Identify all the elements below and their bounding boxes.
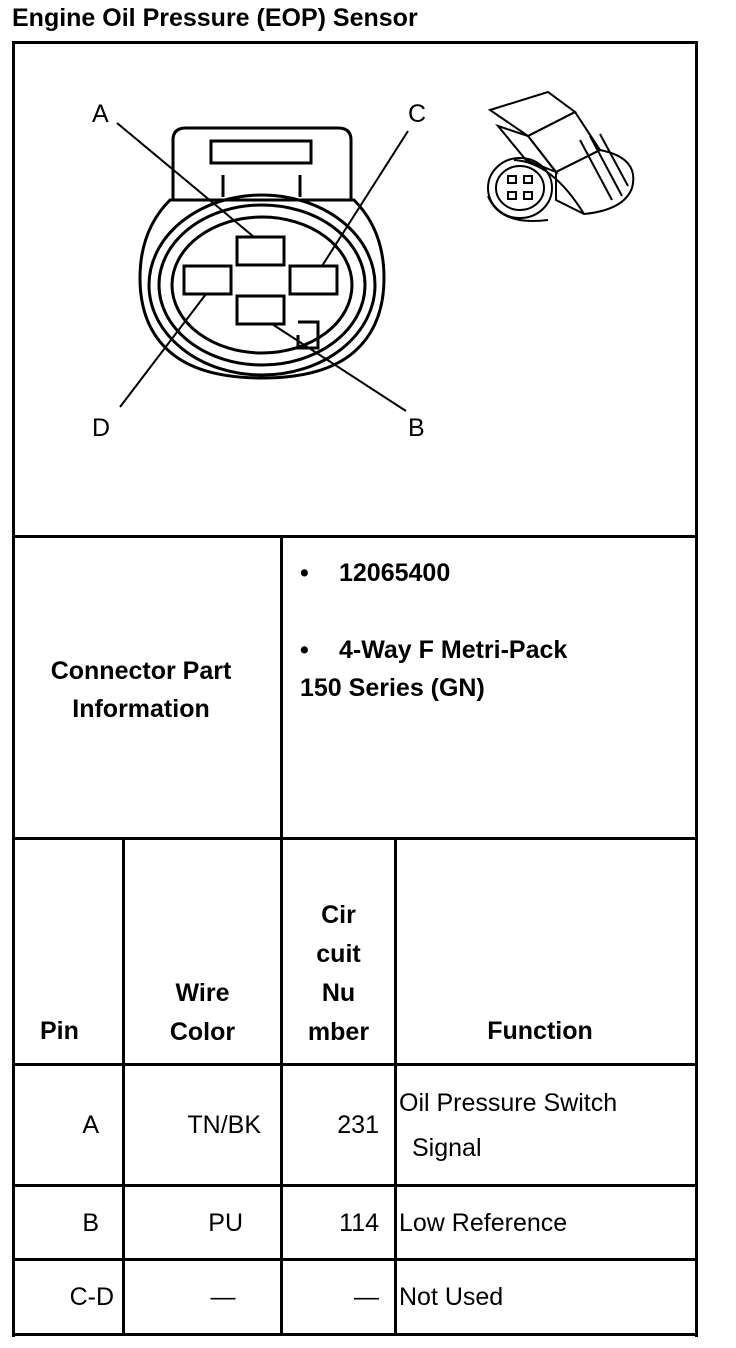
divider-row-a-bottom [12, 1184, 698, 1187]
leader-line-a [116, 122, 255, 238]
connector-face-diagram: A C D B [92, 90, 635, 442]
header-function: Function [487, 1017, 593, 1045]
header-wire-color-line2: Color [169, 1018, 236, 1046]
row-a-function-line1: Oil Pressure Switch [399, 1089, 618, 1117]
part-number: 12065400 [339, 559, 451, 587]
pin-label-c: C [408, 100, 426, 128]
header-wire-color-line1: Wire [175, 979, 230, 1007]
connector-outer-shell [138, 198, 386, 380]
document-frame [12, 41, 698, 1337]
row-cd-wire-color: — [210, 1283, 236, 1311]
row-cd-function: Not Used [399, 1283, 504, 1311]
page-title: Engine Oil Pressure (EOP) Sensor [12, 4, 418, 32]
keying-notch [296, 320, 320, 350]
divider-row-b-bottom [12, 1258, 698, 1261]
row-a-pin: A [82, 1111, 99, 1139]
row-cd-circuit: — [354, 1283, 379, 1311]
header-circuit-number: Cir cuit Nu mber [283, 896, 394, 1052]
header-circuit-line4: mber [307, 1018, 370, 1046]
row-cd-pin: C-D [69, 1283, 114, 1311]
connector-seal-inner-ring [157, 203, 367, 367]
connector-seal-outer-ring [147, 193, 377, 377]
pin-label-a: A [92, 100, 109, 128]
table-bottom-border [12, 1333, 698, 1336]
connector-description-line1: 4-Way F Metri-Pack [339, 636, 568, 664]
pin-cavity-a [235, 235, 286, 267]
pin-cavity-c [288, 264, 339, 296]
header-circuit-line2: cuit [316, 940, 361, 968]
cpi-label-line1: Connector Part [50, 657, 232, 685]
connector-face [170, 215, 354, 355]
connector-description-line2: 150 Series (GN) [300, 674, 485, 702]
row-a-circuit: 231 [337, 1111, 379, 1139]
leader-line-d [119, 293, 207, 408]
connector-latch-slot [209, 139, 313, 165]
divider-cpi-bottom [12, 837, 698, 840]
header-wire-color: Wire Color [125, 974, 280, 1052]
connector-housing-top [171, 126, 353, 200]
divider-circuit-column [394, 839, 397, 1335]
pin-label-d: D [92, 414, 110, 442]
pin-label-b: B [408, 414, 425, 442]
row-b-pin: B [82, 1209, 99, 1237]
bullet-part-number: • [300, 559, 309, 587]
row-a-wire-color: TN/BK [187, 1111, 261, 1139]
row-b-circuit: 114 [339, 1209, 379, 1237]
bullet-description: • [300, 636, 309, 664]
connector-part-information-label: Connector Part Information [16, 652, 266, 728]
divider-cpi-vertical [280, 537, 283, 1335]
leader-line-c [321, 130, 409, 267]
pin-cavity-d [182, 264, 233, 296]
leader-line-b [271, 323, 407, 412]
header-circuit-line3: Nu [321, 979, 356, 1007]
row-b-wire-color: PU [208, 1209, 243, 1237]
divider-header-bottom [12, 1063, 698, 1066]
pin-cavity-b [235, 294, 286, 326]
cpi-label-line2: Information [72, 695, 210, 723]
row-a-function-line2: Signal [412, 1134, 482, 1162]
header-pin: Pin [40, 1017, 79, 1045]
divider-diagram-bottom [12, 535, 698, 538]
connector-3d-illustration [487, 90, 635, 222]
divider-pin-column [122, 839, 125, 1335]
row-b-function: Low Reference [399, 1209, 568, 1237]
header-circuit-line1: Cir [321, 901, 356, 929]
